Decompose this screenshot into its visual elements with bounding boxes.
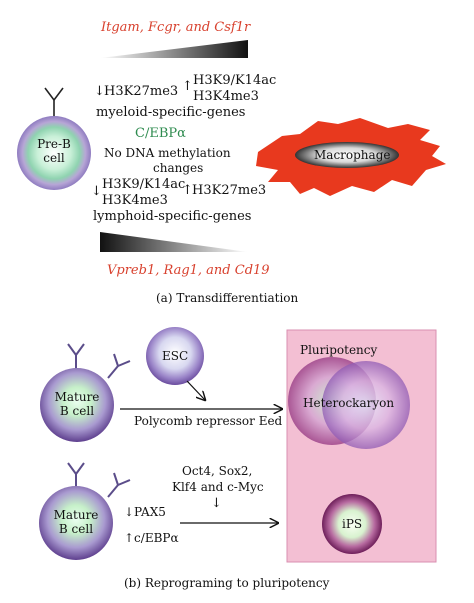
yamanaka-factors-label: Oct4, Sox2,: [182, 464, 253, 478]
cebpa-up-label: ↑c/EBPα: [124, 531, 179, 545]
myeloid-specific-genes-label: myeloid-specific-genes: [96, 105, 246, 120]
polycomb-label: Polycomb repressor Eed: [134, 414, 283, 428]
heterokaryon-label: Heterockaryon: [303, 396, 395, 410]
pre-b-cell: [17, 87, 91, 190]
no-dna-methylation-label-2: changes: [153, 161, 204, 175]
mature-b-cell-bottom: [39, 462, 131, 560]
mature-b-cell-bottom-line2: B cell: [58, 521, 94, 536]
pre-b-cell-label: Pre-B cell: [29, 137, 79, 166]
macrophage-label: Macrophage: [314, 148, 391, 162]
mature-b-cell-bottom-label: Mature B cell: [46, 508, 106, 537]
esc-arrow: [186, 380, 205, 400]
h3k27me3-down-label: H3K27me3: [104, 84, 179, 99]
h3k9-k14ac-up-label: H3K9/K14ac: [193, 73, 277, 88]
lymphoid-expression-wedge: [100, 232, 248, 252]
esc-label: ESC: [162, 349, 189, 363]
pluripotency-label: Pluripotency: [300, 343, 378, 357]
macrophage-cell: [256, 118, 446, 196]
down-arrow-mark-2: ↓: [91, 184, 102, 199]
down-arrow-mark: ↓: [94, 84, 105, 99]
mature-b-cell-top: [40, 343, 131, 442]
no-dna-methylation-label: No DNA methylation: [104, 146, 231, 160]
h3k27me3-up-label: H3K27me3: [192, 183, 267, 198]
panel-b-caption: (b) Reprograming to pluripotency: [124, 576, 330, 590]
factors-down-arrow: ↓: [211, 496, 222, 511]
h3k9-k14ac-down-label: H3K9/K14ac: [102, 177, 186, 192]
h3k4me3-down-label: H3K4me3: [102, 193, 168, 208]
pre-b-cell-label-line2: cell: [43, 150, 65, 165]
panel-a-caption: (a) Transdifferentiation: [156, 291, 299, 305]
h3k4me3-up-label: H3K4me3: [193, 89, 259, 104]
up-arrow-mark: ↑: [182, 79, 193, 94]
yamanaka-factors-label-2: Klf4 and c-Myc: [172, 480, 264, 494]
ips-cell: [322, 494, 382, 554]
lymphoid-specific-genes-label: lymphoid-specific-genes: [93, 209, 252, 224]
mature-b-cell-top-line2: B cell: [59, 403, 95, 418]
myeloid-genes-label: Itgam, Fcgr, and Csf1r: [101, 20, 251, 35]
heterokaryon-cell: [288, 357, 410, 449]
pre-b-cell-label-line1: Pre-B: [37, 137, 71, 151]
cebpa-factor-label: C/EBPα: [135, 126, 186, 141]
pax5-down-label: ↓PAX5: [124, 505, 166, 519]
mature-b-cell-top-label: Mature B cell: [47, 390, 107, 419]
ips-label: iPS: [342, 517, 363, 531]
lymphoid-genes-label: Vpreb1, Rag1, and Cd19: [107, 263, 270, 278]
up-arrow-mark-2: ↑: [182, 183, 193, 198]
esc-cell: [146, 327, 204, 385]
mature-b-cell-top-line1: Mature: [54, 390, 100, 404]
myeloid-expression-wedge: [100, 40, 248, 58]
mature-b-cell-bottom-line1: Mature: [53, 508, 99, 522]
